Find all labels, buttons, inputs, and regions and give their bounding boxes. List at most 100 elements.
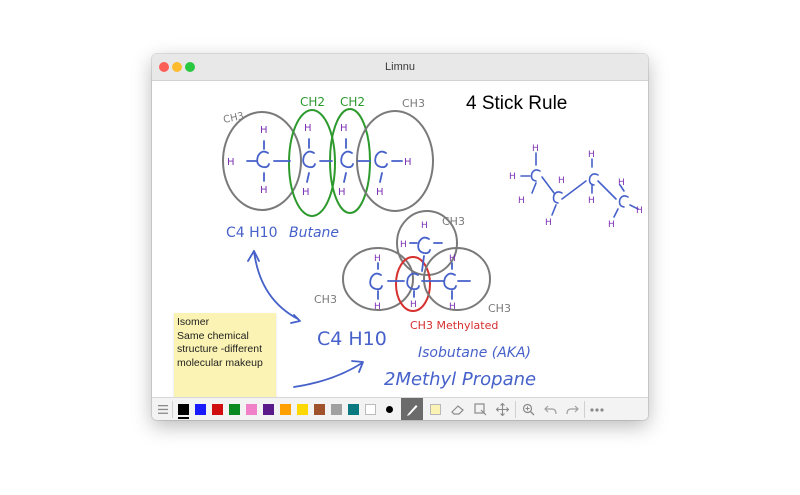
stroke-ellipse [288,109,336,217]
svg-text:H: H [532,144,539,154]
label-formula-1: C4 H10 [226,225,277,241]
svg-text:H: H [449,254,456,264]
color-swatch-orange[interactable] [280,404,291,415]
stroke-arrow [293,362,363,388]
stroke-arrow-head [247,250,260,262]
svg-text:H: H [558,176,565,186]
close-button[interactable] [159,62,169,72]
color-swatch-yellow[interactable] [297,404,308,415]
color-swatch-purple[interactable] [263,404,274,415]
color-swatch-brown[interactable] [314,404,325,415]
isobutane-hydrogens: H H H H H H H [374,221,456,312]
zoom-tool[interactable] [518,398,538,420]
bottom-toolbar [152,397,648,420]
toolbar-divider [515,401,516,418]
butane-hydrogens: H H H H H H H H H [227,123,412,198]
color-swatch-red[interactable] [212,404,223,415]
pen-icon [407,405,418,416]
svg-text:H: H [260,185,268,196]
selected-color-indicator [178,417,189,419]
butane-bonds [246,138,403,183]
more-icon [590,407,604,412]
redo-button[interactable] [562,398,582,420]
toolbar-divider [172,401,173,418]
label-formula-2: C4 H10 [317,328,387,350]
board-heading[interactable]: 4 Stick Rule [466,93,568,114]
right-hydrogens: H H H H H H H H H H [509,144,643,230]
app-window: Limnu [152,54,648,420]
whiteboard-canvas[interactable]: H H H H H H H H H CH3 CH2 CH2 CH3 C4 H10… [152,81,648,397]
sticky-note-tool[interactable] [425,398,445,420]
svg-text:H: H [304,123,312,134]
label-ch3-iso-right: CH3 [488,302,511,315]
brush-size-dot[interactable] [386,406,393,413]
label-ch3-iso-top: CH3 [442,215,465,228]
svg-text:H: H [588,196,595,206]
color-swatch-white[interactable] [365,404,376,415]
move-tool[interactable] [492,398,512,420]
svg-text:H: H [338,187,346,198]
svg-text:H: H [400,240,407,250]
color-swatch-pink[interactable] [246,404,257,415]
svg-text:H: H [618,178,625,188]
toolbar-divider [584,401,585,418]
whiteboard-drawing: H H H H H H H H H CH3 CH2 CH2 CH3 C4 H10… [222,95,643,390]
label-ch2-b: CH2 [340,95,365,109]
move-icon [495,403,509,416]
stroke-ellipse [342,247,414,311]
svg-text:H: H [588,150,595,160]
stroke-ellipse [395,256,431,312]
color-swatch-gray[interactable] [331,404,342,415]
svg-text:H: H [636,206,643,216]
svg-text:H: H [302,187,310,198]
color-swatch-blue[interactable] [195,404,206,415]
svg-text:H: H [227,157,235,168]
minimize-button[interactable] [172,62,182,72]
stroke-arrow-head [351,360,364,373]
zoom-button[interactable] [185,62,195,72]
label-ch3-left: CH3 [222,111,245,126]
label-methylated: CH3 Methylated [410,319,498,332]
color-swatch-green[interactable] [229,404,240,415]
isobutane-bonds [369,236,471,300]
eraser-icon [451,405,464,415]
menu-icon[interactable] [156,398,170,420]
sticky-line: structure -different [177,343,263,355]
stroke-ellipse [222,111,302,211]
svg-text:H: H [374,302,381,312]
label-ch3-iso-left: CH3 [314,293,337,306]
eraser-tool[interactable] [448,398,468,420]
image-tool[interactable] [470,398,490,420]
sticky-line: molecular makeup [177,356,263,369]
svg-text:H: H [260,125,268,136]
svg-text:H: H [518,196,525,206]
window-title: Limnu [385,61,415,73]
more-button[interactable] [586,398,608,420]
svg-text:H: H [509,172,516,182]
svg-text:H: H [449,302,456,312]
label-methyl-propane: 2Methyl Propane [384,369,536,390]
color-swatch-black[interactable] [178,404,189,415]
sticky-note[interactable]: Isomer Same chemical structure -differen… [174,313,276,397]
stroke-arrow [253,250,299,320]
pen-tool-button[interactable] [401,398,423,420]
undo-icon [543,405,557,414]
right-skeleton [520,152,639,218]
label-ch2-a: CH2 [300,95,325,109]
svg-text:H: H [545,218,552,228]
svg-text:H: H [340,123,348,134]
svg-text:H: H [376,187,384,198]
sticky-line: Isomer [177,316,210,328]
stroke-ellipse [396,210,458,276]
sticky-line: Same chemical [177,329,249,342]
stroke-arrow-head [290,314,301,324]
label-butane: Butane [289,225,339,241]
undo-button[interactable] [540,398,560,420]
zoom-icon [522,403,534,416]
svg-text:H: H [608,220,615,230]
color-swatch-teal[interactable] [348,404,359,415]
image-icon [473,403,486,416]
label-isobutane: Isobutane (AKA) [418,345,531,361]
svg-text:H: H [421,221,428,231]
label-ch3-right: CH3 [402,97,425,110]
